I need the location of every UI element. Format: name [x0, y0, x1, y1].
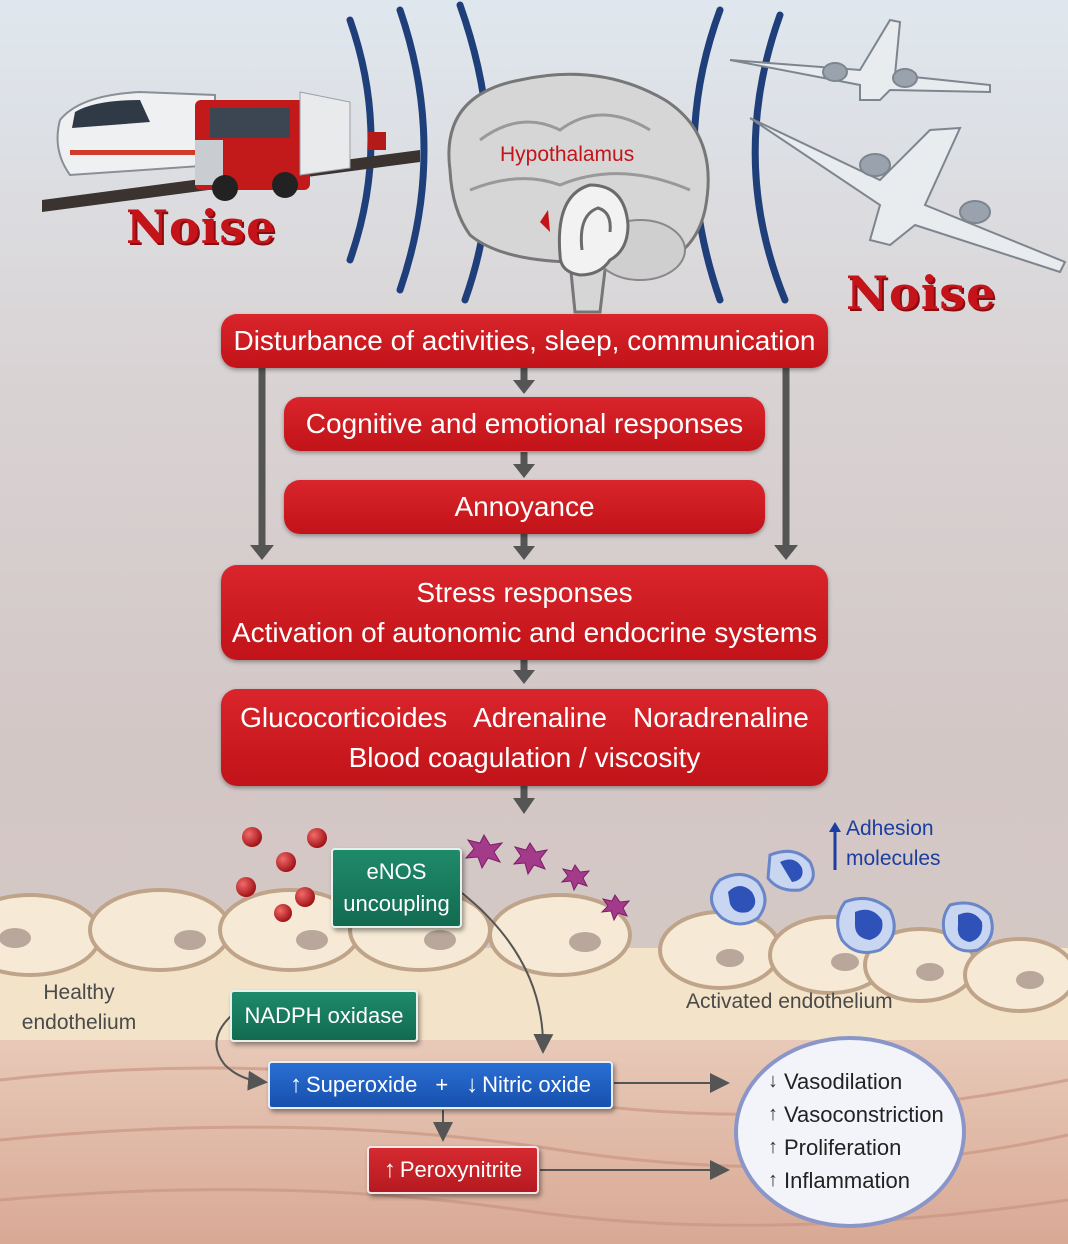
noise-label-left: Noise — [126, 200, 277, 254]
airplane-icon-1 — [729, 18, 991, 101]
effects-list: ↓ Vasodilation ↑ Vasoconstriction ↑ Prol… — [768, 1065, 958, 1197]
peroxynitrite-box: ↑ Peroxynitrite — [367, 1146, 539, 1194]
adhesion-line-2: molecules — [846, 847, 941, 870]
arrow-up-icon: ↑ — [768, 1136, 778, 1158]
effect-label: Proliferation — [784, 1134, 902, 1160]
enos-line-1: eNOS — [366, 859, 427, 884]
enos-uncoupling-box: eNOS uncoupling — [331, 848, 462, 928]
effect-label: Inflammation — [784, 1167, 910, 1193]
adhesion-up-arrow — [829, 822, 841, 870]
arrow-up-icon: ↑ — [290, 1071, 302, 1098]
effect-proliferation: ↑ Proliferation — [768, 1131, 958, 1164]
sound-wave-left-1 — [346, 16, 375, 264]
red-blood-cells — [236, 827, 327, 922]
disturbance-box: Disturbance of activities, sleep, commun… — [221, 314, 828, 368]
effect-vasoconstriction: ↑ Vasoconstriction — [768, 1098, 958, 1131]
activated-endothelium-label: Activated endothelium — [686, 990, 893, 1013]
adhering-leukocytes — [710, 849, 994, 954]
activated-platelets — [464, 833, 631, 922]
hormones-row: Glucocorticoides Adrenaline Noradrenalin… — [240, 698, 809, 738]
effects-ellipse — [734, 1036, 966, 1228]
effect-label: Vasoconstriction — [784, 1101, 944, 1127]
brain-illustration — [447, 72, 710, 314]
cognitive-box: Cognitive and emotional responses — [284, 397, 765, 451]
peroxynitrite-text: Peroxynitrite — [399, 1157, 523, 1182]
disturbance-text: Disturbance of activities, sleep, commun… — [233, 325, 816, 356]
flow-arrows — [250, 368, 798, 814]
annoyance-box: Annoyance — [284, 480, 765, 534]
train-truck-illustration — [42, 90, 420, 212]
effect-inflammation: ↑ Inflammation — [768, 1164, 958, 1197]
hormone-noradrenaline: Noradrenaline — [632, 701, 809, 733]
hormone-adrenaline: Adrenaline — [473, 701, 607, 733]
arrow-down-icon: ↓ — [466, 1071, 479, 1098]
stress-line-1: Stress responses — [416, 576, 633, 608]
airplane-icon-2 — [749, 117, 1067, 274]
hormones-box: Glucocorticoides Adrenaline Noradrenalin… — [221, 689, 828, 786]
arrow-up-icon: ↑ — [768, 1103, 778, 1125]
healthy-line-1: Healthy — [43, 981, 115, 1004]
airplane-illustration — [729, 18, 1067, 274]
noise-label-right: Noise — [846, 266, 997, 320]
enos-line-2: uncoupling — [343, 891, 450, 916]
adhesion-line-1: Adhesion — [846, 817, 934, 840]
arrow-up-icon: ↑ — [383, 1156, 396, 1183]
coagulation-text: Blood coagulation / viscosity — [348, 741, 701, 773]
hypothalamus-label: Hypothalamus — [500, 143, 635, 166]
stress-line-2: Activation of autonomic and endocrine sy… — [231, 616, 818, 648]
adhesion-molecules-label: Adhesion molecules — [846, 814, 941, 874]
healthy-line-2: endothelium — [21, 1011, 137, 1034]
cognitive-text: Cognitive and emotional responses — [305, 408, 744, 439]
arrow-up-icon: ↑ — [768, 1169, 778, 1191]
hormone-glucocorticoides: Glucocorticoides — [240, 701, 448, 733]
nitric-oxide-text: Nitric oxide — [482, 1072, 591, 1097]
ear-icon — [557, 183, 630, 277]
nadph-text: NADPH oxidase — [244, 1003, 404, 1028]
nadph-oxidase-box: NADPH oxidase — [230, 990, 418, 1042]
stress-box: Stress responses Activation of autonomic… — [221, 565, 828, 660]
sound-wave-left-2 — [396, 6, 428, 294]
arrow-down-icon: ↓ — [768, 1070, 778, 1092]
effect-vasodilation: ↓ Vasodilation — [768, 1065, 958, 1098]
sound-wave-right-2 — [751, 11, 789, 304]
annoyance-text: Annoyance — [454, 491, 595, 522]
superoxide-text: Superoxide — [306, 1072, 418, 1097]
mechanism-arrows — [215, 892, 730, 1180]
effect-label: Vasodilation — [784, 1068, 903, 1094]
plus-sign: + — [435, 1072, 449, 1097]
superoxide-no-box: ↑ Superoxide + ↓ Nitric oxide — [268, 1061, 613, 1109]
healthy-endothelium-label: Healthy endothelium — [14, 978, 144, 1038]
